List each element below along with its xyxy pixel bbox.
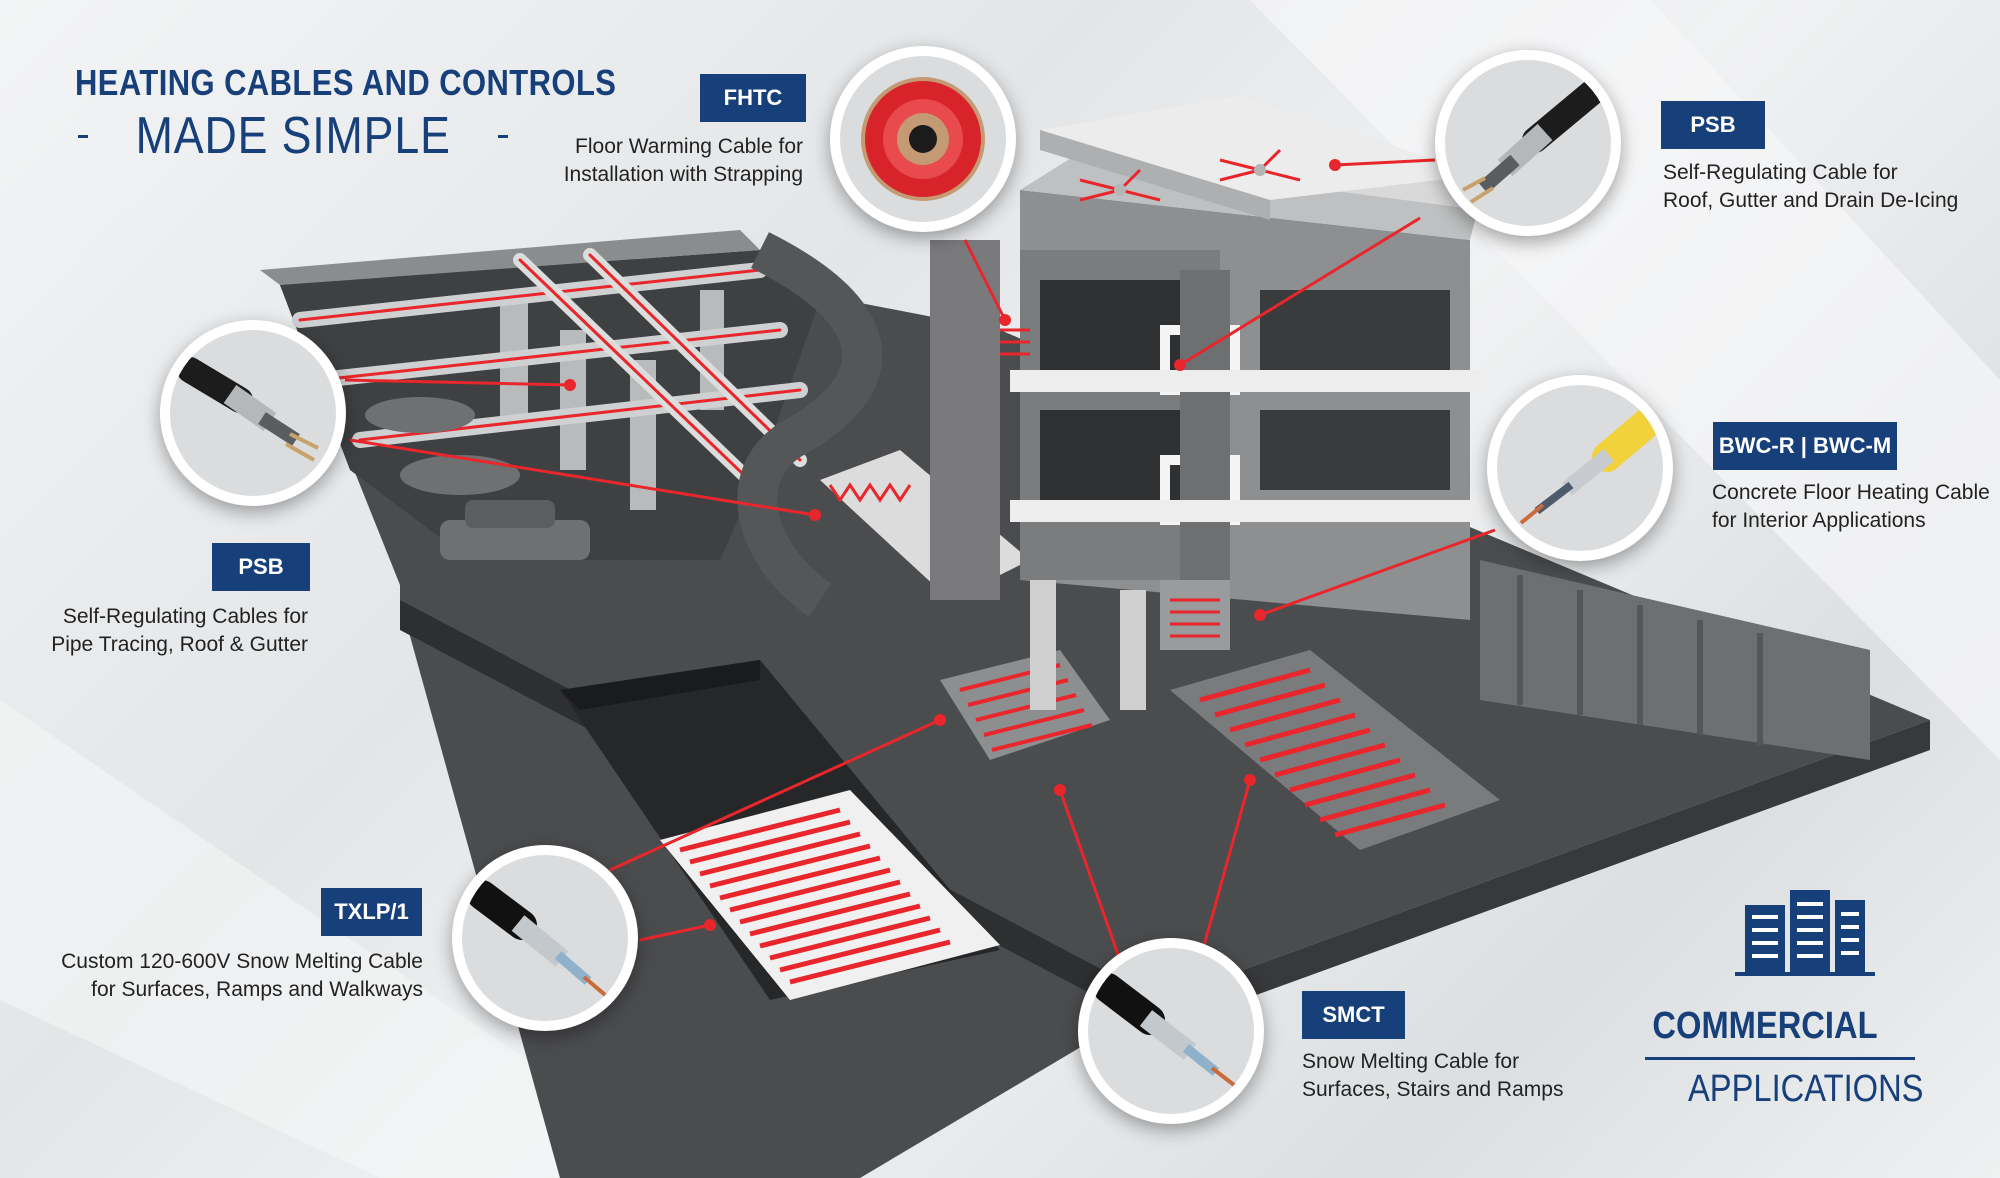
psb-pipe-cable-image bbox=[160, 320, 346, 506]
bwc-badge: BWC-R | BWC-M bbox=[1713, 422, 1897, 470]
smct-badge: SMCT bbox=[1302, 991, 1405, 1039]
leader-lines bbox=[344, 158, 1496, 961]
walkway bbox=[1170, 650, 1500, 850]
title-rule-right bbox=[498, 134, 509, 138]
parked-cars bbox=[365, 397, 590, 560]
headline: HEATING CABLES AND CONTROLS bbox=[75, 62, 617, 103]
title-rule-left bbox=[78, 134, 88, 138]
footer-commercial: COMMERCIAL bbox=[1652, 1005, 1878, 1047]
fhtc-cable-image bbox=[830, 46, 1016, 232]
building bbox=[930, 95, 1480, 710]
psb-pipe-badge: PSB bbox=[212, 543, 310, 591]
txlp-badge: TXLP/1 bbox=[321, 888, 422, 936]
fhtc-badge: FHTC bbox=[700, 74, 806, 122]
subheadline-text: MADE SIMPLE bbox=[135, 107, 451, 165]
footer-rule bbox=[1645, 1057, 1915, 1060]
smct-cable-image bbox=[1078, 938, 1264, 1124]
subheadline: MADE SIMPLE bbox=[78, 106, 509, 166]
ramp-cable bbox=[679, 807, 951, 985]
building-icon bbox=[1735, 890, 1875, 976]
txlp-cable-image bbox=[452, 845, 638, 1031]
bwc-cable-image bbox=[1487, 375, 1673, 561]
footer-applications: APPLICATIONS bbox=[1688, 1068, 1924, 1110]
snow-melting-ramp bbox=[660, 790, 1000, 1000]
walkway-cable bbox=[1199, 667, 1446, 838]
psb-roof-badge: PSB bbox=[1661, 101, 1765, 149]
psb-roof-cable-image bbox=[1435, 50, 1621, 236]
